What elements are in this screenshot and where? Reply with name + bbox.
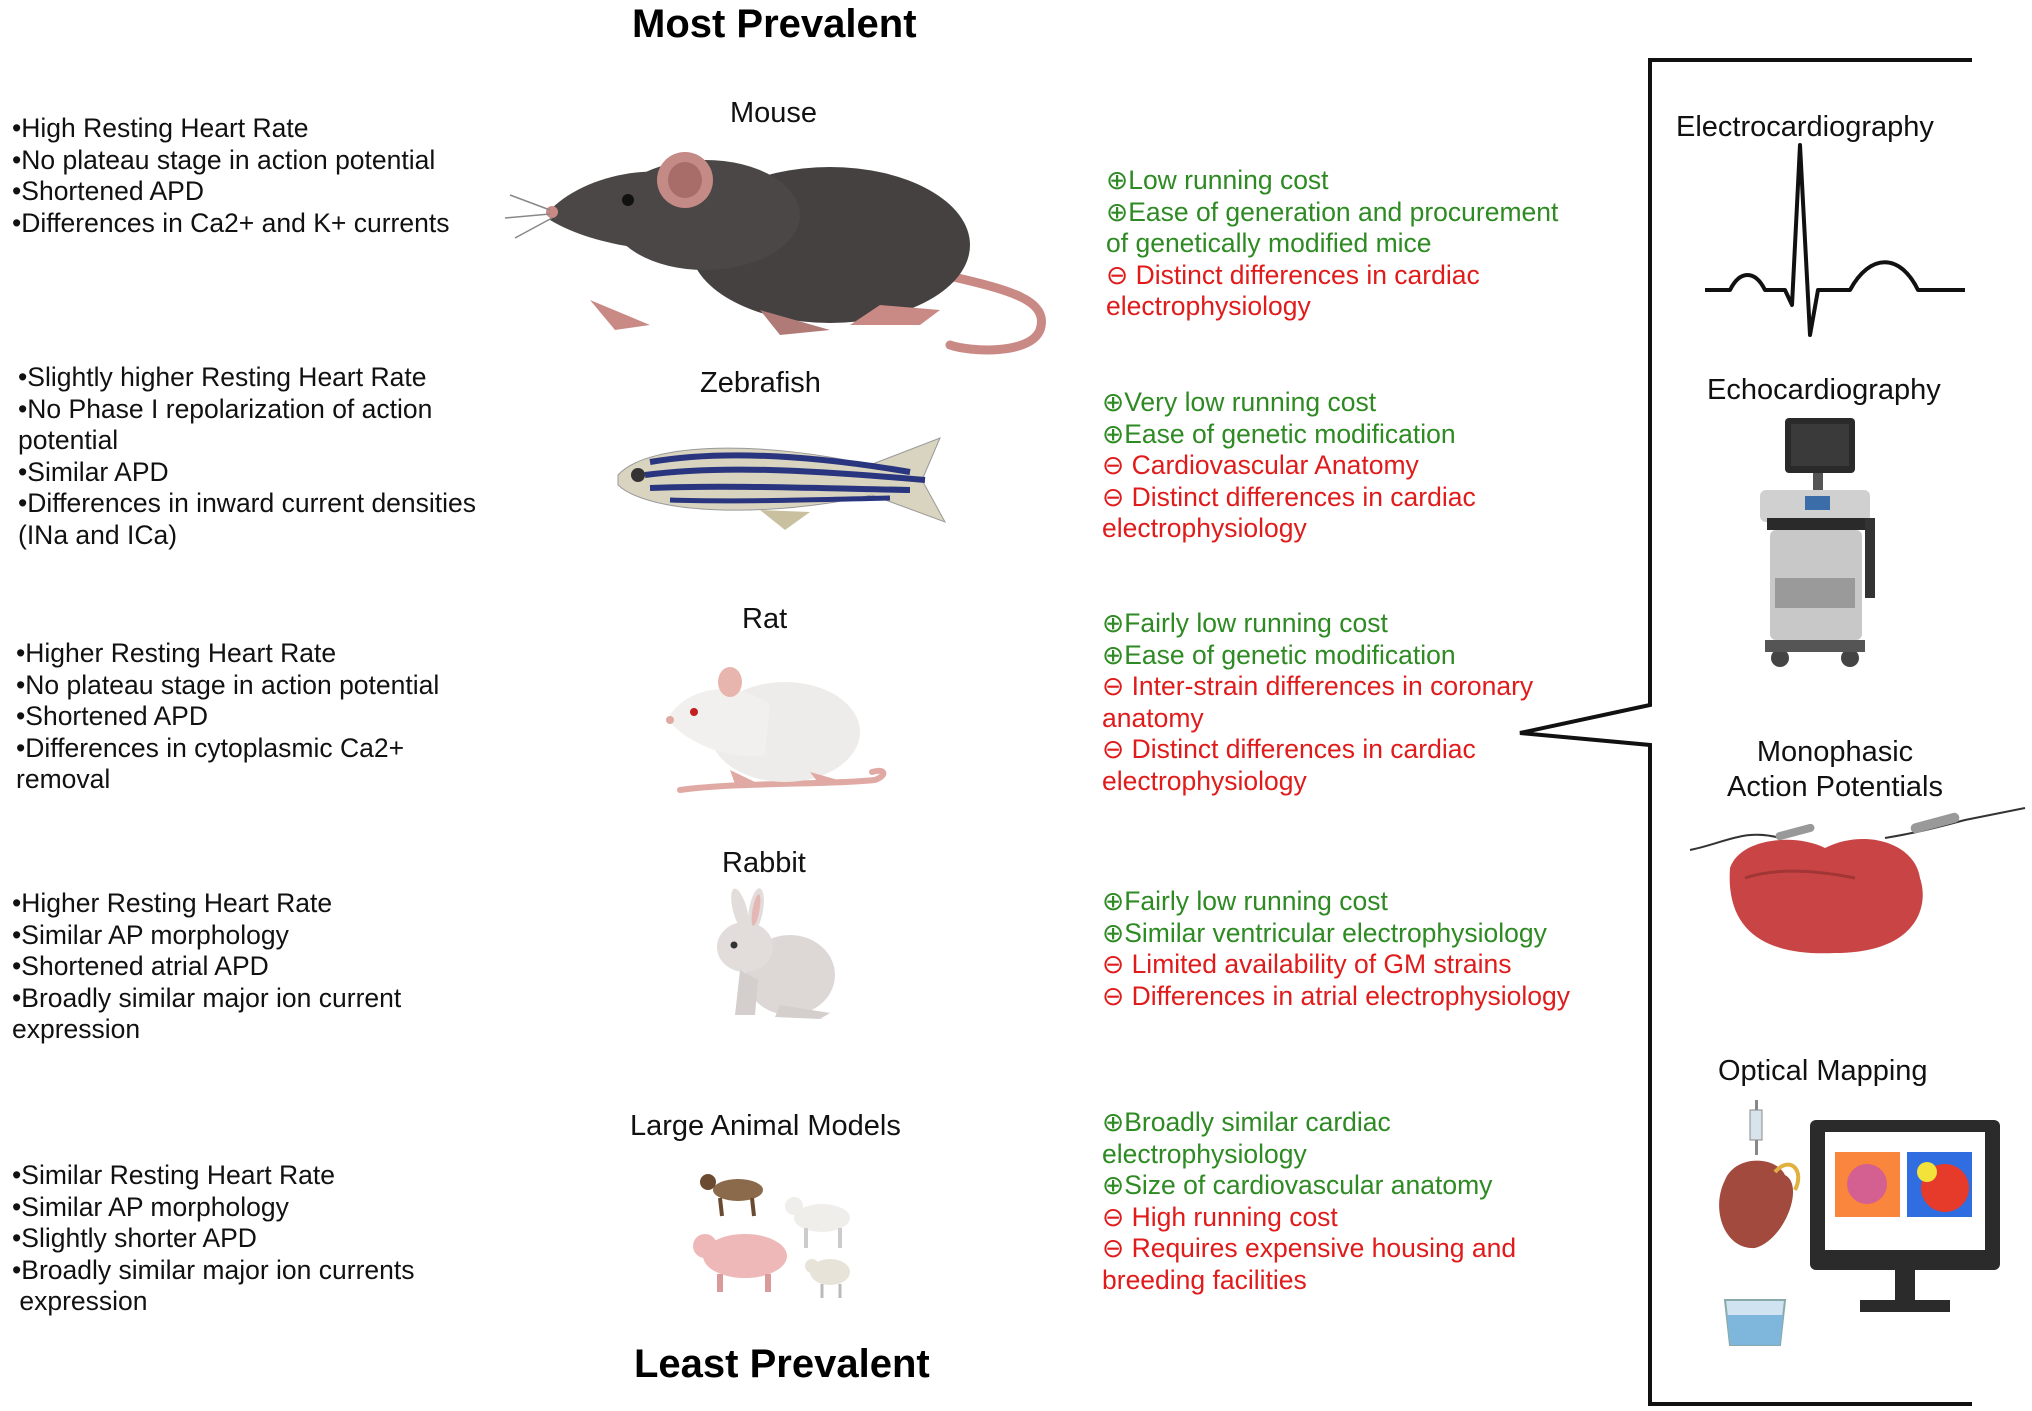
- pro-item: ⊕Ease of genetic modification: [1102, 639, 1456, 670]
- animal-name-rat: Rat: [742, 603, 788, 635]
- heart-electrode-icon: [1689, 807, 2026, 954]
- features-rabbit: •Higher Resting Heart Rate •Similar AP m…: [12, 888, 401, 1046]
- pros-cons-rat: ⊕Fairly low running cost⊕Ease of genetic…: [1102, 608, 1533, 797]
- feature-item: •Similar AP morphology: [12, 1191, 289, 1222]
- rat-illustration: [666, 667, 887, 793]
- feature-item: •Higher Resting Heart Rate: [16, 638, 337, 668]
- pro-item: ⊕Low running cost: [1106, 165, 1329, 195]
- con-item: breeding facilities: [1102, 1264, 1307, 1295]
- feature-item: removal: [16, 764, 111, 794]
- pro-item: electrophysiology: [1102, 1138, 1307, 1169]
- pro-item: ⊕Similar ventricular electrophysiology: [1102, 917, 1547, 948]
- pro-item: ⊕Broadly similar cardiac: [1102, 1107, 1391, 1137]
- technique-echocardiography: Echocardiography: [1707, 374, 1941, 406]
- feature-item: •No plateau stage in action potential: [12, 144, 436, 175]
- feature-item: •Broadly similar major ion current: [12, 982, 402, 1013]
- features-rat: •Higher Resting Heart Rate •No plateau s…: [16, 638, 439, 796]
- feature-item: •Shortened APD: [12, 176, 204, 206]
- pro-item: ⊕Size of cardiovascular anatomy: [1102, 1170, 1493, 1200]
- pro-item: ⊕Very low running cost: [1102, 387, 1377, 417]
- technique-map-line2: Action Potentials: [1726, 771, 1943, 803]
- animal-name-zebrafish: Zebrafish: [700, 367, 821, 399]
- con-item: ⊖ Requires expensive housing and: [1102, 1233, 1517, 1263]
- heading-least-prevalent: Least Prevalent: [634, 1342, 930, 1386]
- zebrafish-illustration: [617, 437, 947, 530]
- technique-map-line1: Monophasic: [1756, 736, 1914, 768]
- feature-item: •No plateau stage in action potential: [16, 669, 440, 700]
- heading-most-prevalent: Most Prevalent: [632, 2, 917, 46]
- pro-item: ⊕Fairly low running cost: [1102, 608, 1388, 638]
- large-animals-illustration: [693, 1174, 850, 1298]
- ultrasound-machine-icon: [1760, 418, 1875, 667]
- features-zebrafish: •Slightly higher Resting Heart Rate •No …: [18, 362, 476, 551]
- ecg-trace-icon: [1705, 143, 1965, 337]
- feature-item: •Differences in Ca2+ and K+ currents: [12, 207, 450, 238]
- feature-item: •Differences in inward current densities: [18, 488, 477, 518]
- con-item: ⊖ Limited availability of GM strains: [1102, 949, 1512, 979]
- con-item: electrophysiology: [1106, 291, 1311, 321]
- pros-cons-rabbit: ⊕Fairly low running cost⊕Similar ventric…: [1102, 886, 1570, 1012]
- pro-item: ⊕Fairly low running cost: [1102, 886, 1388, 916]
- feature-item: •No Phase I repolarization of action: [18, 393, 433, 424]
- con-item: ⊖ Distinct differences in cardiac: [1102, 481, 1476, 512]
- con-item: electrophysiology: [1102, 765, 1307, 796]
- feature-item: •Differences in cytoplasmic Ca2+: [16, 732, 405, 763]
- con-item: ⊖ Differences in atrial electrophysiolog…: [1102, 980, 1571, 1011]
- technique-electrocardiography: Electrocardiography: [1676, 111, 1934, 143]
- con-item: ⊖ Inter-strain differences in coronary: [1102, 671, 1534, 701]
- features-large-animal-models: •Similar Resting Heart Rate •Similar AP …: [12, 1160, 414, 1318]
- rabbit-illustration: [717, 888, 835, 1019]
- con-item: ⊖ Distinct differences in cardiac: [1102, 734, 1476, 764]
- con-item: electrophysiology: [1102, 513, 1307, 543]
- pros-cons-mouse: ⊕Low running cost⊕Ease of generation and…: [1106, 165, 1558, 323]
- mouse-illustration: [504, 152, 1046, 355]
- con-item: ⊖ Cardiovascular Anatomy: [1102, 450, 1419, 480]
- feature-item: •Broadly similar major ion currents: [12, 1254, 415, 1285]
- feature-item: (INa and ICa): [18, 519, 178, 550]
- feature-item: •Higher Resting Heart Rate: [12, 888, 333, 918]
- pros-cons-zebrafish: ⊕Very low running cost⊕Ease of genetic m…: [1102, 387, 1476, 545]
- feature-item: •Shortened APD: [16, 701, 208, 731]
- con-item: anatomy: [1102, 702, 1204, 733]
- feature-item: •Slightly higher Resting Heart Rate: [18, 362, 427, 392]
- feature-item: •Similar APD: [18, 456, 169, 487]
- feature-item: •Shortened atrial APD: [12, 951, 269, 981]
- feature-item: expression: [12, 1286, 148, 1316]
- technique-optical-mapping: Optical Mapping: [1718, 1055, 1928, 1087]
- con-item: ⊖ Distinct differences in cardiac: [1106, 259, 1480, 290]
- feature-item: •Slightly shorter APD: [12, 1223, 257, 1253]
- feature-item: •High Resting Heart Rate: [12, 113, 309, 143]
- pro-item: ⊕Ease of genetic modification: [1102, 418, 1456, 449]
- feature-item: •Similar Resting Heart Rate: [12, 1160, 335, 1190]
- con-item: ⊖ High running cost: [1102, 1201, 1338, 1232]
- feature-item: expression: [12, 1014, 141, 1044]
- animal-name-rabbit: Rabbit: [722, 847, 806, 879]
- optical-mapping-setup-icon: [1719, 1100, 2000, 1346]
- animal-name-mouse: Mouse: [730, 97, 818, 129]
- pro-item: of genetically modified mice: [1106, 228, 1432, 258]
- feature-item: •Similar AP morphology: [12, 919, 289, 950]
- technique-monophasic-action-potentials: Monophasic Action Potentials: [1700, 735, 1970, 805]
- animal-name-large-animal-models: Large Animal Models: [630, 1110, 901, 1142]
- feature-item: potential: [18, 425, 119, 455]
- pro-item: ⊕Ease of generation and procurement: [1106, 196, 1559, 227]
- features-mouse: •High Resting Heart Rate •No plateau sta…: [12, 113, 449, 239]
